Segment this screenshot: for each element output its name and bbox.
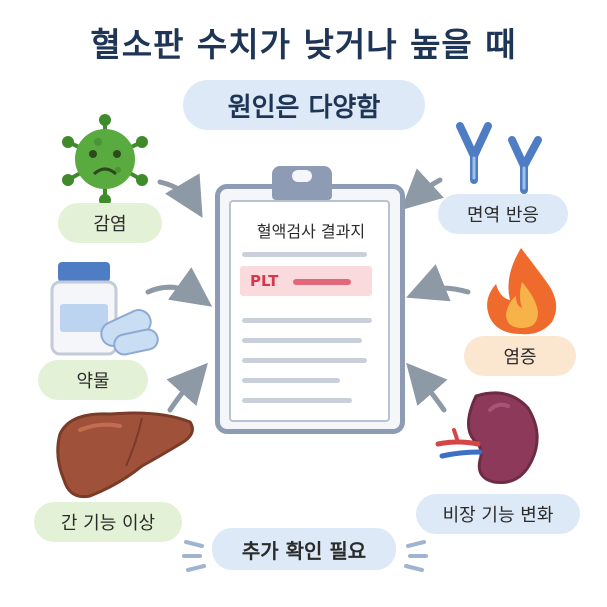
arrow-medication	[145, 267, 213, 307]
lab-report-paper	[229, 200, 390, 422]
flame-icon	[487, 248, 557, 335]
footer-badge: 추가 확인 필요	[212, 528, 396, 570]
lab-report-title: 혈액검사 결과지	[256, 222, 366, 241]
cause-immune: 면역 반응	[438, 194, 568, 234]
cause-spleen-label: 비장 기능 변화	[442, 505, 554, 526]
antibody-icon	[456, 122, 542, 194]
report-line	[242, 378, 340, 383]
cause-inflammation-label: 염증	[503, 347, 537, 368]
report-line	[242, 252, 367, 257]
cause-medication-label: 약물	[76, 371, 110, 392]
page-title: 혈소판 수치가 낮거나 높을 때	[90, 25, 517, 64]
report-line	[242, 318, 372, 323]
subtitle-text: 원인은 다양함	[227, 92, 381, 123]
virus-icon	[62, 114, 148, 206]
footer-dashes	[182, 540, 428, 572]
cause-inflammation: 염증	[464, 336, 576, 376]
footer-text: 추가 확인 필요	[241, 538, 367, 563]
arrow-liver	[166, 362, 208, 413]
report-line	[242, 398, 352, 403]
cause-infection: 감염	[58, 203, 162, 243]
plt-value-bar	[293, 279, 351, 285]
arrow-infection	[157, 173, 203, 218]
cause-liver: 간 기능 이상	[34, 502, 182, 542]
arrow-spleen	[406, 362, 448, 413]
spleen-icon	[435, 391, 539, 485]
report-line	[242, 338, 362, 343]
cause-infection-label: 감염	[93, 214, 127, 235]
subtitle-badge: 원인은 다양함	[183, 80, 425, 130]
arrow-immune	[400, 168, 444, 211]
cause-spleen: 비장 기능 변화	[416, 494, 580, 534]
report-line	[242, 358, 367, 363]
pill-bottle-icon	[50, 262, 159, 356]
cause-medication: 약물	[38, 360, 148, 400]
liver-icon	[56, 411, 194, 499]
plt-label: PLT	[250, 272, 279, 290]
cause-immune-label: 면역 반응	[467, 205, 539, 226]
arrow-inflammation	[406, 264, 471, 302]
cause-liver-label: 간 기능 이상	[60, 513, 156, 534]
clipboard-clip-hole	[292, 170, 312, 182]
